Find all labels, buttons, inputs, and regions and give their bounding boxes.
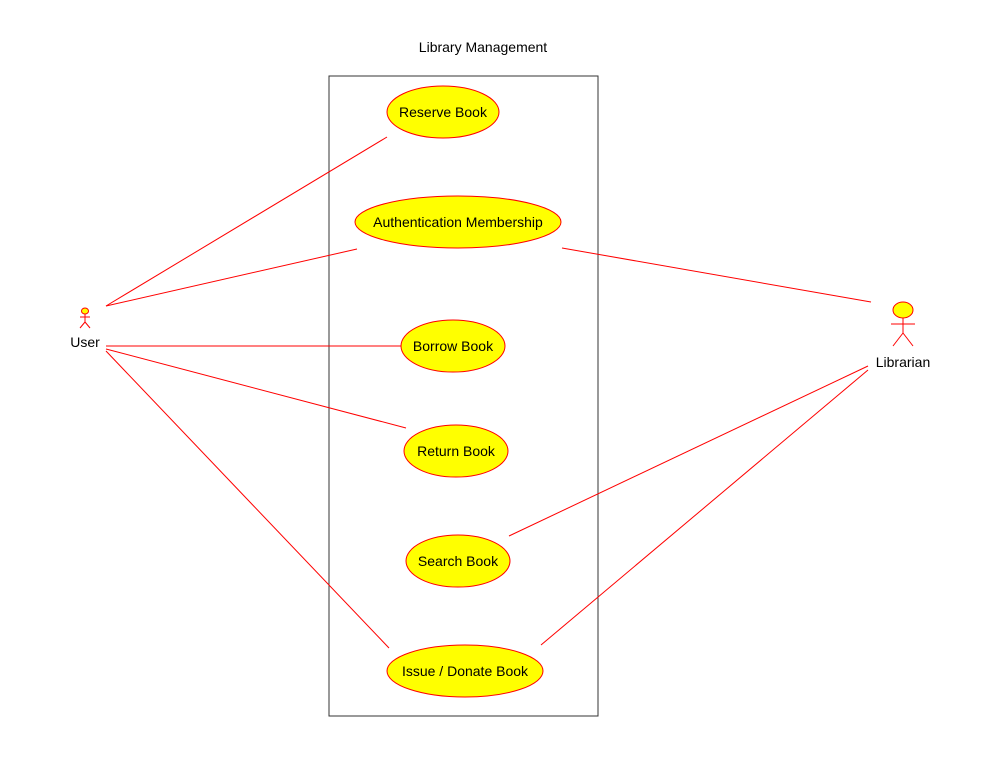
use-case-ellipse[interactable]	[405, 534, 511, 588]
actor-label: User	[70, 334, 100, 350]
use-case-label: Authentication Membership	[373, 214, 543, 230]
use-case-borrow-book[interactable]: Borrow Book	[400, 319, 506, 373]
use-case-ellipse[interactable]	[386, 644, 544, 698]
association-librarian-search-book	[508, 365, 869, 537]
use-case-ellipse[interactable]	[386, 85, 500, 139]
stick-figure-icon	[79, 307, 91, 329]
use-case-label: Search Book	[418, 553, 499, 569]
use-case-label: Reserve Book	[399, 104, 488, 120]
use-case-ellipse[interactable]	[400, 319, 506, 373]
use-case-label: Return Book	[417, 443, 496, 459]
use-case-reserve-book[interactable]: Reserve Book	[386, 85, 500, 139]
use-case-search-book[interactable]: Search Book	[405, 534, 511, 588]
association-librarian-authentication-membership	[561, 247, 872, 303]
actor-librarian[interactable]: Librarian	[876, 301, 930, 370]
association-lines	[105, 136, 872, 649]
stick-figure-icon	[891, 301, 915, 347]
use-case-issue-donate-book[interactable]: Issue / Donate Book	[386, 644, 544, 698]
use-case-label: Issue / Donate Book	[402, 663, 529, 679]
use-case-ellipse[interactable]	[354, 195, 562, 249]
association-user-authentication-membership	[105, 248, 358, 307]
actor-label: Librarian	[876, 354, 930, 370]
use-case-return-book[interactable]: Return Book	[403, 424, 509, 478]
association-user-reserve-book	[105, 136, 388, 307]
actor-user[interactable]: User	[70, 307, 100, 350]
use-case-label: Borrow Book	[413, 338, 494, 354]
use-case-authentication-membership[interactable]: Authentication Membership	[354, 195, 562, 249]
association-librarian-issue-donate-book	[540, 369, 869, 646]
use-case-ellipse[interactable]	[403, 424, 509, 478]
association-user-return-book	[105, 348, 407, 429]
system-boundary	[328, 75, 599, 717]
association-user-issue-donate-book	[105, 350, 390, 649]
diagram-title: Library Management	[419, 39, 548, 55]
